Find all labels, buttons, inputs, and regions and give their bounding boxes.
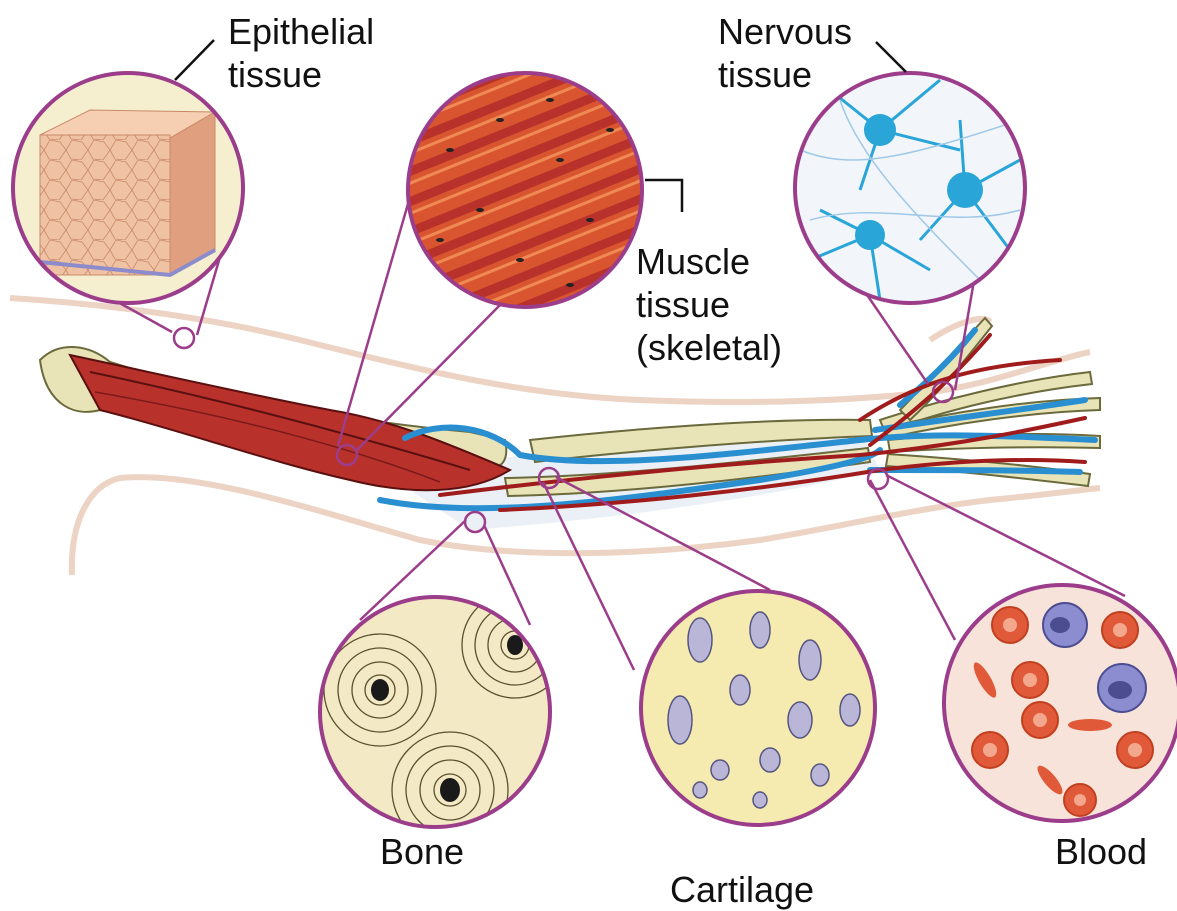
muscle-label-line-1: Muscle [636, 240, 782, 283]
epithelial-label-line-1: Epithelial [228, 10, 374, 53]
nervous-label-line-1: Nervous [718, 10, 852, 53]
bone-label: Bone [380, 830, 464, 873]
nervous-tissue-label: Nervous tissue [718, 10, 852, 96]
epithelial-tissue-label: Epithelial tissue [228, 10, 374, 96]
epithelial-label-line-2: tissue [228, 53, 374, 96]
muscle-label-line-3: (skeletal) [636, 326, 782, 369]
muscle-label-line-2: tissue [636, 283, 782, 326]
bone-tissue-callout [320, 592, 568, 848]
cartilage-label: Cartilage [670, 868, 814, 911]
blood-label: Blood [1055, 830, 1147, 873]
cartilage-tissue-callout [641, 591, 875, 825]
blood-tissue-callout [944, 585, 1177, 821]
muscle-tissue-label: Muscle tissue (skeletal) [636, 240, 782, 369]
nervous-label-line-2: tissue [718, 53, 852, 96]
epithelial-tissue-callout [13, 40, 243, 303]
